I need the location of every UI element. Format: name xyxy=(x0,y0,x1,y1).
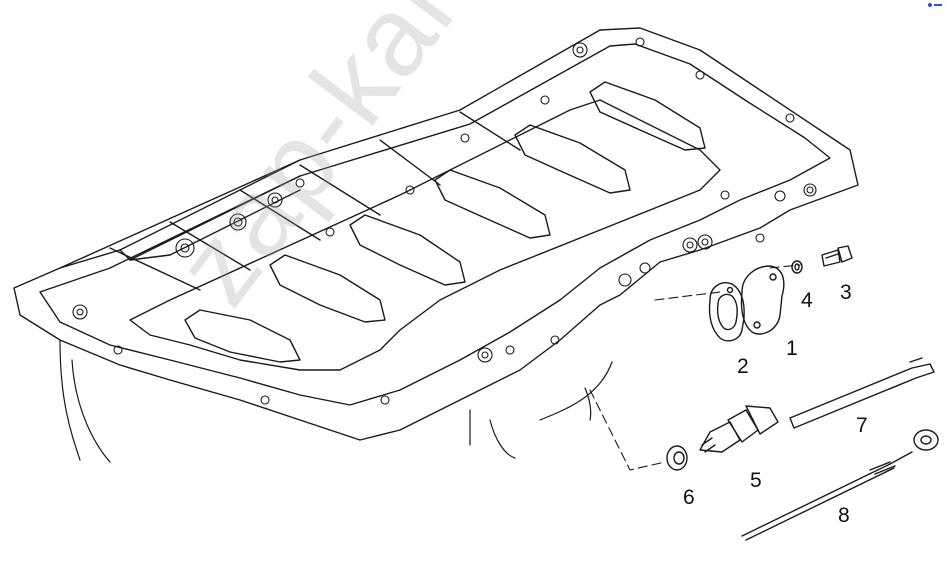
oil-pan-bays xyxy=(184,81,706,363)
part-6-seal-ring xyxy=(666,445,688,471)
part-7-guide-tube xyxy=(789,357,935,429)
callout-1: 1 xyxy=(786,337,798,360)
part-5-plug xyxy=(699,405,779,453)
oil-pan-body xyxy=(13,27,859,441)
callout-5: 5 xyxy=(750,469,762,492)
part-8-dipstick xyxy=(741,429,939,541)
assembly-guide-lines xyxy=(589,264,801,471)
bolt-holes xyxy=(72,37,817,405)
callout-6: 6 xyxy=(683,486,695,509)
part-2-gasket xyxy=(708,282,745,342)
part-1-cover-plate xyxy=(740,265,785,335)
callout-4: 4 xyxy=(801,289,813,312)
callout-3: 3 xyxy=(840,281,852,304)
engine-block-outline xyxy=(59,339,613,463)
callout-2: 2 xyxy=(737,355,749,378)
callout-7: 7 xyxy=(856,414,868,437)
callout-8: 8 xyxy=(838,504,850,527)
part-3-bolt xyxy=(821,245,853,267)
part-4-washer xyxy=(791,260,803,274)
corner-logo-icon xyxy=(928,3,942,7)
